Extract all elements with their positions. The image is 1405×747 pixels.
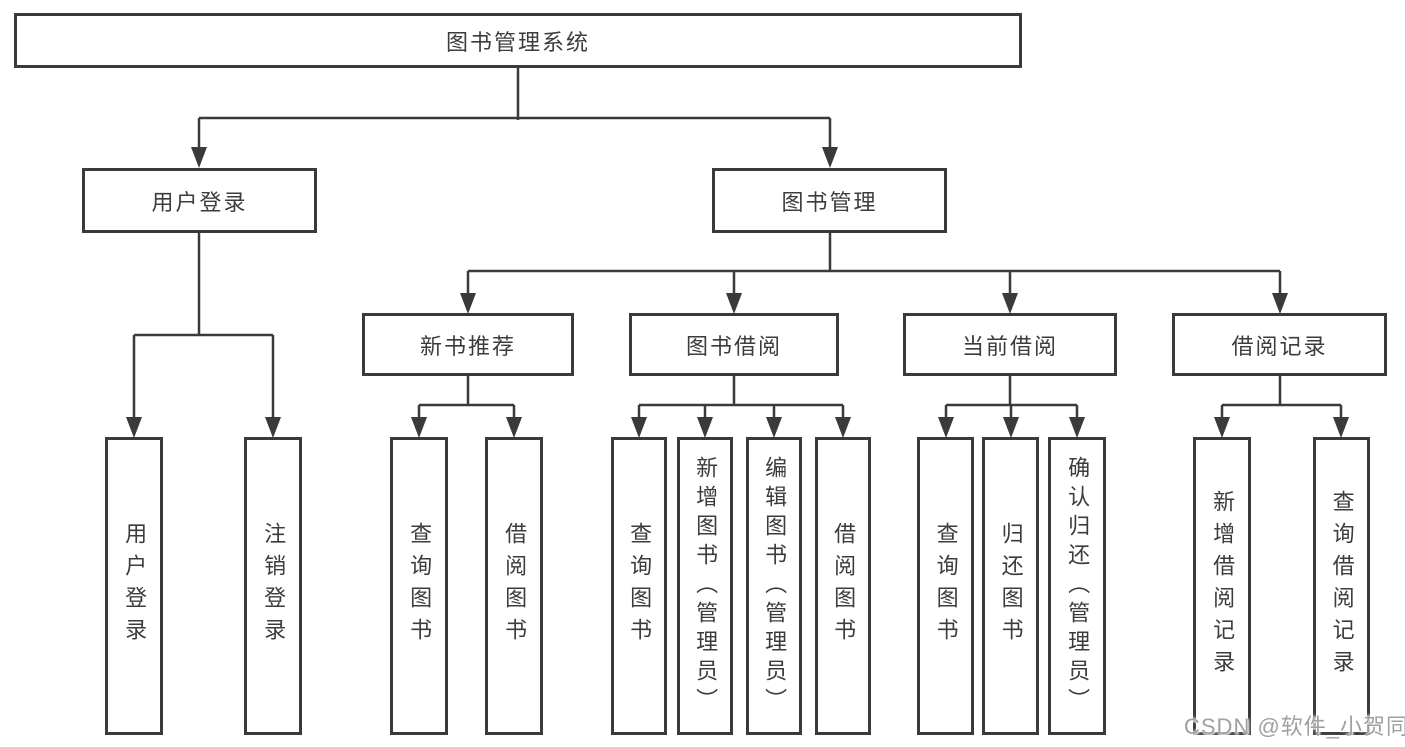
leaf-label: 归还图书 [998, 522, 1024, 650]
leaf-query-books-borrowing: 查询图书 [611, 437, 667, 735]
leaf-label: 用户登录 [122, 522, 148, 650]
leaf-borrow-books-recommend: 借阅图书 [485, 437, 543, 735]
node-new-book-recommend: 新书推荐 [362, 313, 574, 376]
leaf-label: 注销登录 [261, 522, 287, 650]
leaf-label: 确认归还（管理员） [1065, 455, 1091, 717]
node-book-management-module: 图书管理 [712, 168, 947, 233]
leaf-logout: 注销登录 [244, 437, 302, 735]
node-borrowing-records: 借阅记录 [1172, 313, 1387, 376]
leaf-label: 新增借阅记录 [1210, 490, 1236, 682]
leaf-borrow-books: 借阅图书 [815, 437, 871, 735]
leaf-add-borrow-record: 新增借阅记录 [1193, 437, 1251, 735]
leaf-add-books-admin: 新增图书（管理员） [677, 437, 733, 735]
node-current-borrowing: 当前借阅 [903, 313, 1117, 376]
leaf-label: 查询借阅记录 [1329, 490, 1355, 682]
leaf-query-books-current: 查询图书 [917, 437, 974, 735]
csdn-watermark: CSDN @软件_小贺同学 [1184, 714, 1405, 739]
leaf-user-login: 用户登录 [105, 437, 163, 735]
node-user-login-module: 用户登录 [82, 168, 317, 233]
node-book-borrowing: 图书借阅 [629, 313, 839, 376]
leaf-label: 借阅图书 [831, 522, 857, 650]
leaf-label: 查询图书 [933, 522, 959, 650]
leaf-edit-books-admin: 编辑图书（管理员） [746, 437, 802, 735]
leaf-return-books: 归还图书 [982, 437, 1039, 735]
leaf-label: 查询图书 [627, 522, 653, 650]
leaf-label: 新增图书（管理员） [693, 455, 719, 717]
leaf-label: 编辑图书（管理员） [762, 455, 788, 717]
leaf-confirm-return-admin: 确认归还（管理员） [1048, 437, 1106, 735]
leaf-query-borrow-record: 查询借阅记录 [1313, 437, 1370, 735]
leaf-label: 查询图书 [407, 522, 433, 650]
node-root-library-management-system: 图书管理系统 [14, 13, 1022, 68]
leaf-query-books-recommend: 查询图书 [390, 437, 448, 735]
leaf-label: 借阅图书 [502, 522, 528, 650]
